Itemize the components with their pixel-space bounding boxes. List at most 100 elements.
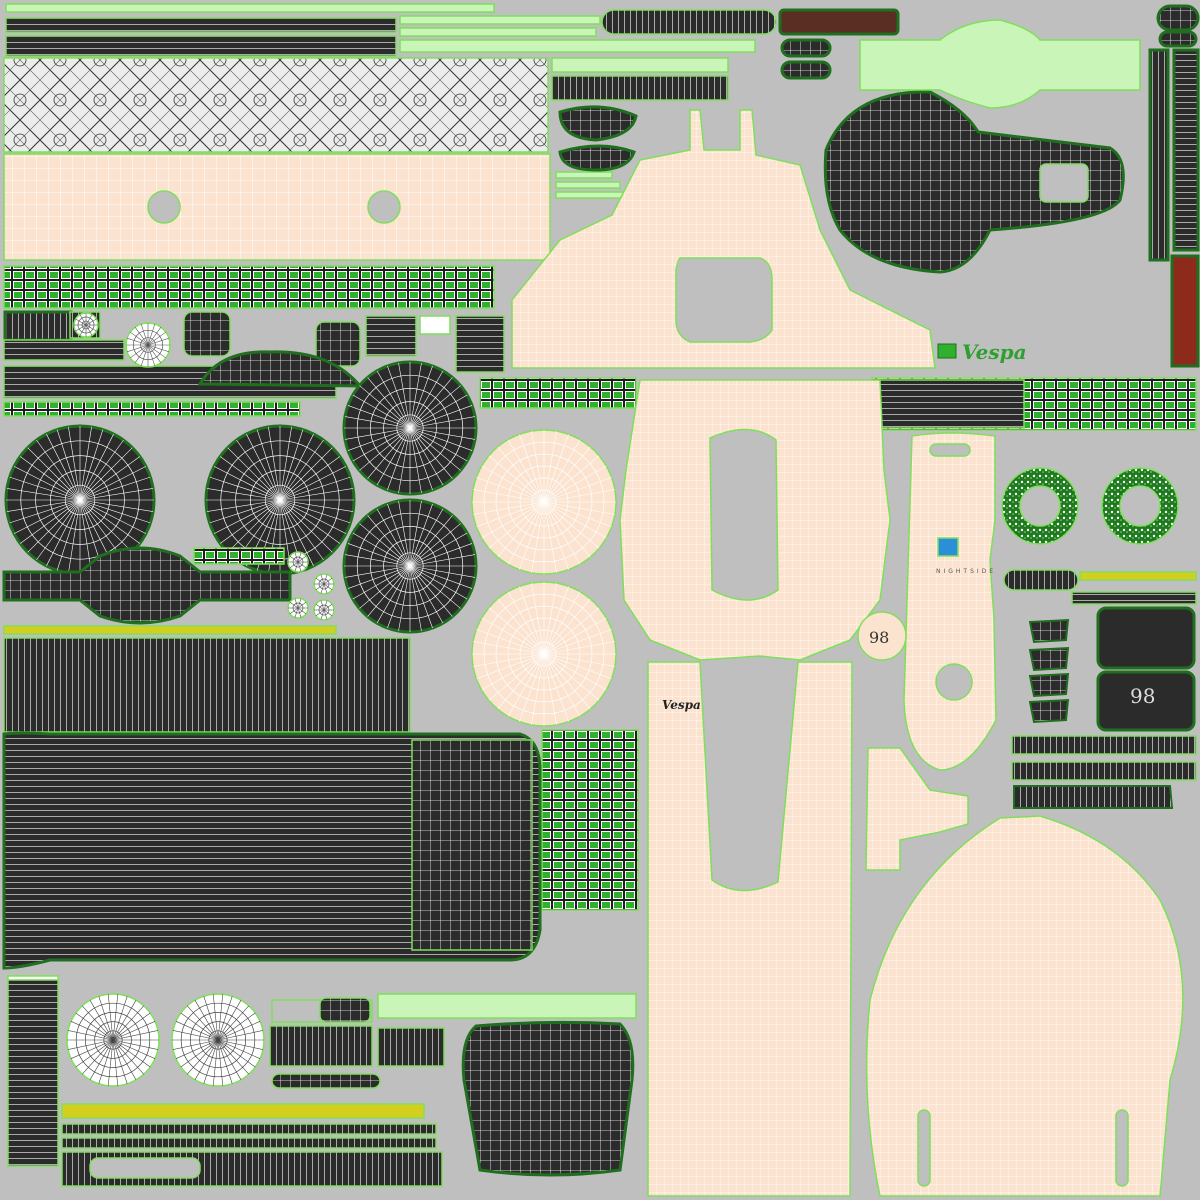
front-shield-upper [511, 109, 936, 369]
speedometer-dial-left-spoke [19, 456, 81, 501]
speedometer-dial-right-spoke [279, 499, 333, 553]
headlamp-left-ring [85, 1012, 141, 1068]
headlamp-left-spoke [112, 1030, 159, 1041]
small-gear-2-spoke [134, 344, 149, 363]
headlamp-left-ring [94, 1021, 132, 1059]
speedometer-dial-left-spoke [6, 499, 81, 512]
knob-2 [1158, 30, 1198, 48]
headlamp-right-spoke [186, 1039, 219, 1075]
speedometer-dial-right-spoke [209, 476, 281, 501]
headlamp-right-ring [208, 1030, 228, 1050]
speedometer-dial-right-spoke [279, 499, 351, 524]
wheel-rim-top-spoke [376, 370, 411, 429]
wheel-rim-top-spoke [409, 427, 422, 494]
center-body-opening [709, 428, 779, 601]
wheel-rim-top-spoke [409, 416, 476, 429]
headlamp-left-spoke [112, 1039, 145, 1075]
headlamp-left-ring [103, 1030, 123, 1050]
headlamp-left-spoke [112, 996, 128, 1041]
speedometer-dial-left-spoke [68, 426, 81, 501]
headlamp-right-spoke [217, 1039, 233, 1084]
tail-strip-hole [935, 663, 973, 701]
headlamp-right-ring [180, 1002, 256, 1078]
headlamp-right-spoke [203, 996, 219, 1041]
speedometer-dial-left-spoke [79, 499, 147, 534]
wheel-rim-top-spoke [409, 362, 422, 429]
wheel-rim-bottom-spoke [409, 554, 476, 567]
wheel-rim-bottom-spoke [387, 503, 411, 567]
small-gear-1-spoke [79, 324, 87, 336]
wheel-rim-top-spoke [409, 405, 473, 429]
wheel-rim-bottom-spoke [376, 508, 411, 567]
skin-disc-bottom-ring [507, 617, 581, 691]
speedometer-dial-right-spoke [279, 426, 292, 501]
speedometer-dial-left-spoke [79, 439, 124, 501]
speedometer-dial-left-spoke [19, 499, 81, 544]
speedometer-dial-right-spoke [219, 456, 281, 501]
white-capsule [601, 9, 777, 35]
tail-strip-slot [929, 443, 971, 457]
wheel-rim-bottom-spoke [376, 565, 411, 624]
headlamp-right-ring [199, 1021, 237, 1059]
large-dark-grid [3, 637, 411, 733]
speedometer-dial-right-spoke [279, 499, 347, 534]
headlamp-right-spoke [217, 1039, 242, 1080]
red-tail-strip [1170, 254, 1200, 368]
small-gear-2-spoke [147, 344, 166, 359]
tire-left-center [1019, 485, 1061, 527]
headlamp-right-spoke [194, 1000, 219, 1041]
wheel-rim-top-spoke [347, 405, 411, 429]
fender-slot-right [1115, 1109, 1129, 1187]
speedometer-dial-left-spoke [79, 429, 104, 501]
headlamp-right-spoke [203, 1039, 219, 1084]
headlamp-left-spoke [70, 1039, 114, 1059]
wheel-rim-bottom-spoke [398, 500, 411, 567]
number-badge-label-dark: 98 [1130, 684, 1156, 708]
headlamp-left-spoke [70, 1021, 114, 1041]
fender-arc-dark [197, 350, 364, 388]
speedometer-dial-left-spoke [79, 499, 154, 512]
light-green-strip-1 [399, 15, 601, 25]
headlamp-left-spoke [112, 1039, 151, 1068]
headlamp-left-spoke [112, 1039, 159, 1050]
skin-disc-top-ring [531, 489, 557, 515]
bolt-4-ring [318, 604, 330, 616]
speedometer-dial-left-spoke [79, 499, 141, 544]
wheel-rim-bottom-spoke [409, 515, 453, 567]
headlamp-right-spoke [217, 1039, 256, 1068]
dark-strip-3 [551, 75, 729, 101]
speedometer-dial-right-spoke [279, 499, 341, 544]
wheel-rim-top-spoke [409, 385, 461, 429]
wheel-rim-bottom-spoke [347, 565, 411, 589]
wheel-rim-top-spoke [387, 365, 411, 429]
headlamp-right-spoke [217, 1039, 264, 1050]
small-capsule-right [1003, 569, 1079, 591]
wheel-rim-top-spoke [387, 427, 411, 491]
wheel-rim-bottom-spoke [409, 543, 473, 567]
bolt-1-ring [292, 556, 304, 568]
small-gear-2-spoke [147, 344, 162, 363]
small-brand-label: Vespa [662, 698, 701, 712]
speedometer-dial-left-ring [35, 455, 125, 545]
wheel-rim-bottom-spoke [367, 515, 411, 567]
wheel-rim-top-spoke [409, 427, 461, 471]
wheel-rim-top-spoke [367, 427, 411, 479]
small-gear-2-spoke [134, 327, 149, 346]
teardrop-top [558, 105, 638, 142]
wheel-rim-top-spoke [367, 377, 411, 429]
wheel-rim-top-spoke [344, 427, 411, 440]
wheel-rim-bottom-spoke [409, 565, 422, 632]
vertical-bar-highlight [7, 975, 59, 981]
skin-disc-bottom-ring [483, 593, 605, 715]
small-gear-1-spoke [85, 318, 97, 326]
tiny-strip-3 [555, 191, 627, 199]
headlamp-left-spoke [81, 1039, 114, 1075]
lace-panel [3, 57, 549, 153]
speedometer-dial-left-spoke [9, 499, 81, 524]
handle-strip-3 [1013, 785, 1174, 809]
headlamp-right-spoke [217, 1012, 256, 1041]
wheel-rim-bottom-spoke [367, 565, 411, 617]
small-gear-2-spoke [147, 344, 170, 353]
number-disc [857, 611, 907, 661]
skin-disc-bottom-ring [519, 629, 569, 679]
